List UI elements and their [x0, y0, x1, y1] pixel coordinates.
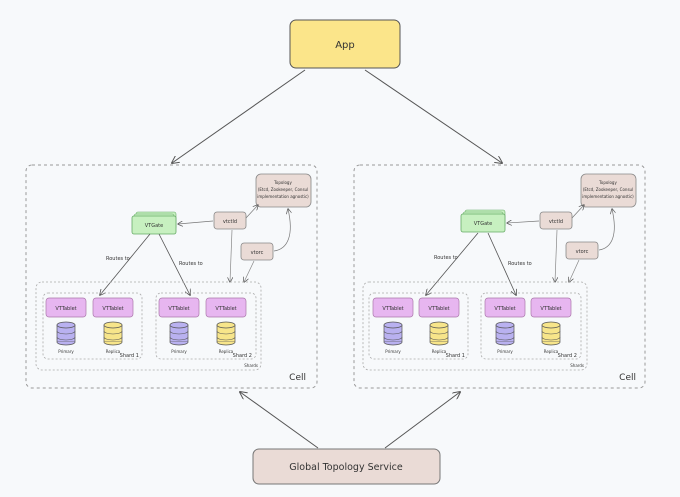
- shard-name: Shard 1: [120, 353, 139, 359]
- vtgate-node: [460, 213, 506, 233]
- global-topology-node: Global Topology Service: [252, 448, 441, 485]
- primary-label: Primary: [497, 349, 513, 354]
- cell-label: Cell: [619, 373, 636, 383]
- topology-node: [255, 173, 312, 208]
- shard-name: Shard 2: [558, 353, 577, 359]
- vttablet-node: [484, 297, 526, 318]
- primary-label: Primary: [385, 349, 401, 354]
- cell-right: Cell Topology (Etcd, Zookeeper, Consul i…: [353, 164, 646, 389]
- shards-container: [35, 281, 262, 371]
- vttablet-label: VTTablet: [102, 306, 123, 312]
- vtorc-node: [240, 242, 274, 261]
- replica-label: Replica: [432, 349, 447, 354]
- replica-database-icon: [429, 321, 449, 346]
- vtorc-label: vtorc: [251, 250, 264, 256]
- vtctld-label: vtctld: [549, 219, 563, 225]
- primary-database-icon: [56, 321, 76, 346]
- vttablet-node: [45, 297, 87, 318]
- vtorc-node: [565, 241, 599, 260]
- shards-label: Shards: [570, 363, 584, 368]
- primary-database-icon: [169, 321, 189, 346]
- replica-database-icon: [103, 321, 123, 346]
- app-to-cell-left-arrow: [172, 69, 306, 163]
- primary-label: Primary: [171, 349, 187, 354]
- vtgate-label: VTGate: [145, 223, 163, 229]
- app-to-cell-right-arrow: [364, 69, 502, 163]
- primary-database-icon: [383, 321, 403, 346]
- vttablet-label: VTTablet: [494, 306, 515, 312]
- routes-label-left: Routes to: [106, 256, 130, 262]
- global-topology-label: Global Topology Service: [289, 462, 403, 473]
- app-label: App: [335, 40, 355, 51]
- shard-name: Shard 1: [446, 353, 465, 359]
- vttablet-node: [372, 297, 414, 318]
- vtctld-node: [539, 211, 573, 230]
- vttablet-label: VTTablet: [168, 306, 189, 312]
- routes-label-right: Routes to: [179, 261, 203, 267]
- primary-label: Primary: [58, 349, 74, 354]
- vtctld-label: vtctld: [223, 219, 237, 225]
- vttablet-node: [92, 297, 134, 318]
- vttablet-node: [418, 297, 460, 318]
- global-to-cell-left-arrow: [240, 392, 319, 449]
- replica-label: Replica: [106, 349, 121, 354]
- shard-1: VTTablet VTTablet Primary Replica Shard …: [42, 292, 143, 360]
- vttablet-label: VTTablet: [215, 306, 236, 312]
- topology-node: [580, 173, 637, 208]
- vttablet-label: VTTablet: [428, 306, 449, 312]
- cell-label: Cell: [289, 373, 306, 383]
- vttablet-label: VTTablet: [55, 306, 76, 312]
- shard-2: VTTablet VTTablet Primary Replica Shard …: [480, 292, 582, 360]
- shards-label: Shards: [244, 363, 258, 368]
- global-to-cell-right-arrow: [384, 392, 460, 449]
- vttablet-node: [158, 297, 200, 318]
- replica-database-icon: [541, 321, 561, 346]
- vttablet-label: VTTablet: [540, 306, 561, 312]
- vtorc-label: vtorc: [576, 249, 589, 255]
- topology-line-1: Topology: [598, 180, 617, 185]
- shard-name: Shard 2: [233, 353, 252, 359]
- vtgate-label: VTGate: [474, 221, 492, 227]
- shards-container: [362, 281, 588, 371]
- primary-database-icon: [495, 321, 515, 346]
- shard-1: VTTablet VTTablet Primary Replica Shard …: [368, 292, 469, 360]
- routes-label-left: Routes to: [434, 255, 458, 261]
- replica-label: Replica: [544, 349, 559, 354]
- topology-line-3: implementation agnostic): [257, 194, 309, 199]
- vttablet-label: VTTablet: [382, 306, 403, 312]
- cell-left: Cell Topology (Etcd, Zookeeper, Consul i…: [25, 164, 318, 389]
- topology-line-2: (Etcd, Zookeeper, Consul: [583, 187, 633, 192]
- routes-label-right: Routes to: [508, 261, 532, 267]
- replica-label: Replica: [219, 349, 234, 354]
- vtctld-node: [213, 211, 247, 230]
- vttablet-node: [205, 297, 247, 318]
- topology-line-1: Topology: [273, 180, 292, 185]
- replica-database-icon: [216, 321, 236, 346]
- topology-line-3: implementation agnostic): [582, 194, 634, 199]
- vttablet-node: [530, 297, 572, 318]
- topology-line-2: (Etcd, Zookeeper, Consul: [258, 187, 308, 192]
- shard-2: VTTablet VTTablet Primary Replica Shard …: [155, 292, 257, 360]
- vtgate-node: [131, 215, 177, 235]
- app-node: App: [289, 19, 401, 69]
